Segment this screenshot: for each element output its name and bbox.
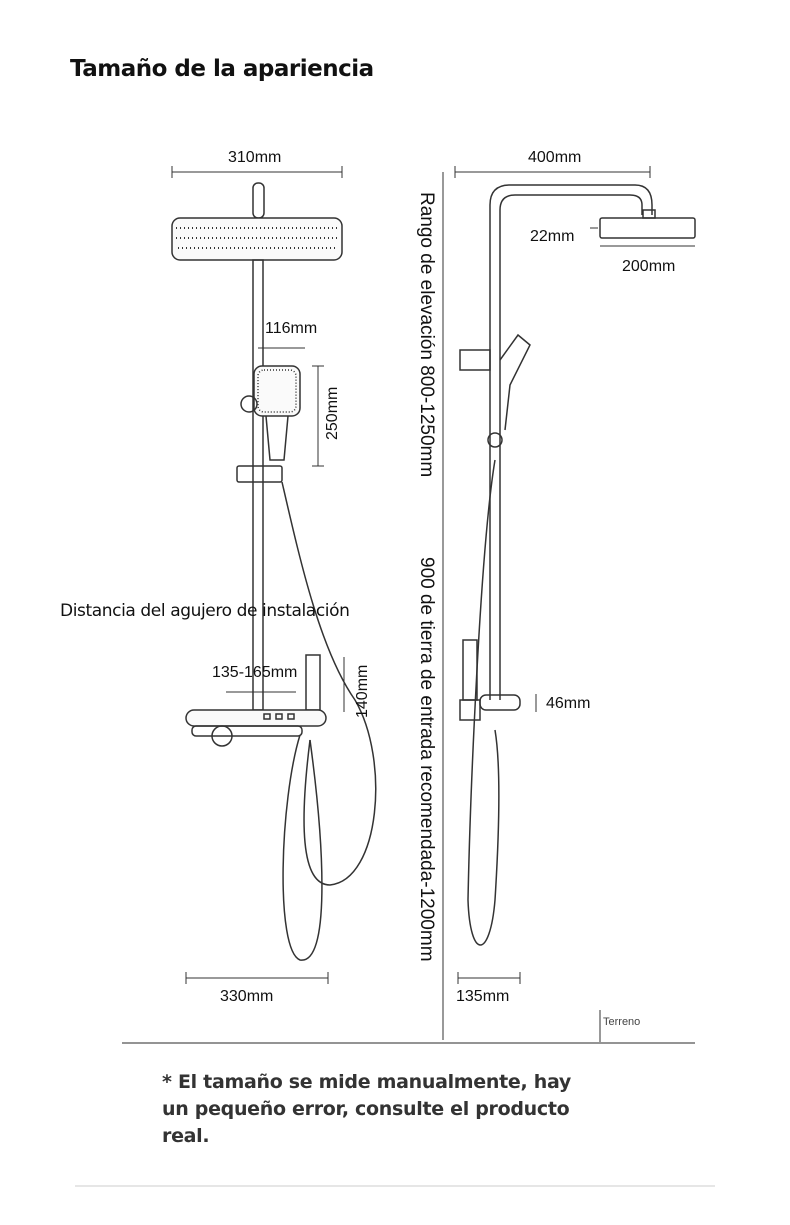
shelf-front — [185, 709, 327, 727]
slide-bracket — [236, 465, 283, 483]
riser-pipe — [252, 259, 264, 711]
label-135mm: 135mm — [456, 988, 510, 1005]
label-330mm: 330mm — [220, 988, 274, 1005]
label-310: 310mm — [228, 149, 282, 166]
label-250mm: 250mm — [324, 386, 341, 440]
label-116mm: 116mm — [265, 320, 318, 337]
hand-shower-head — [253, 365, 301, 417]
label-46mm: 46mm — [546, 695, 591, 712]
label-400: 400mm — [528, 149, 582, 166]
label-140mm: 140mm — [354, 664, 371, 718]
side-view — [442, 166, 696, 1042]
label-135-165mm: 135-165mm — [212, 664, 298, 681]
label-inlet-height: 900 de tierra de entrada recomendada-120… — [416, 557, 437, 962]
side-head — [599, 217, 696, 239]
page-title: Tamaño de la apariencia — [70, 56, 374, 82]
front-view — [171, 166, 377, 984]
hand-shower-handle — [265, 415, 289, 461]
side-riser-arc — [489, 184, 653, 700]
disclaimer-note: * El tamaño se mide manualmente, hay un … — [162, 1071, 571, 1147]
label-200mm: 200mm — [622, 258, 676, 275]
install-distance-label: Distancia del agujero de instalación — [60, 601, 350, 621]
ground-label: Terreno — [603, 1016, 641, 1028]
label-lift-range: Rango de elevación 800-1250mm — [416, 192, 437, 478]
side-hand-shower — [499, 333, 531, 431]
top-nozzle — [252, 182, 265, 219]
diverter-valve — [305, 654, 321, 711]
hose-front — [281, 481, 377, 886]
label-22mm: 22mm — [530, 228, 575, 245]
hose-side — [467, 459, 500, 946]
